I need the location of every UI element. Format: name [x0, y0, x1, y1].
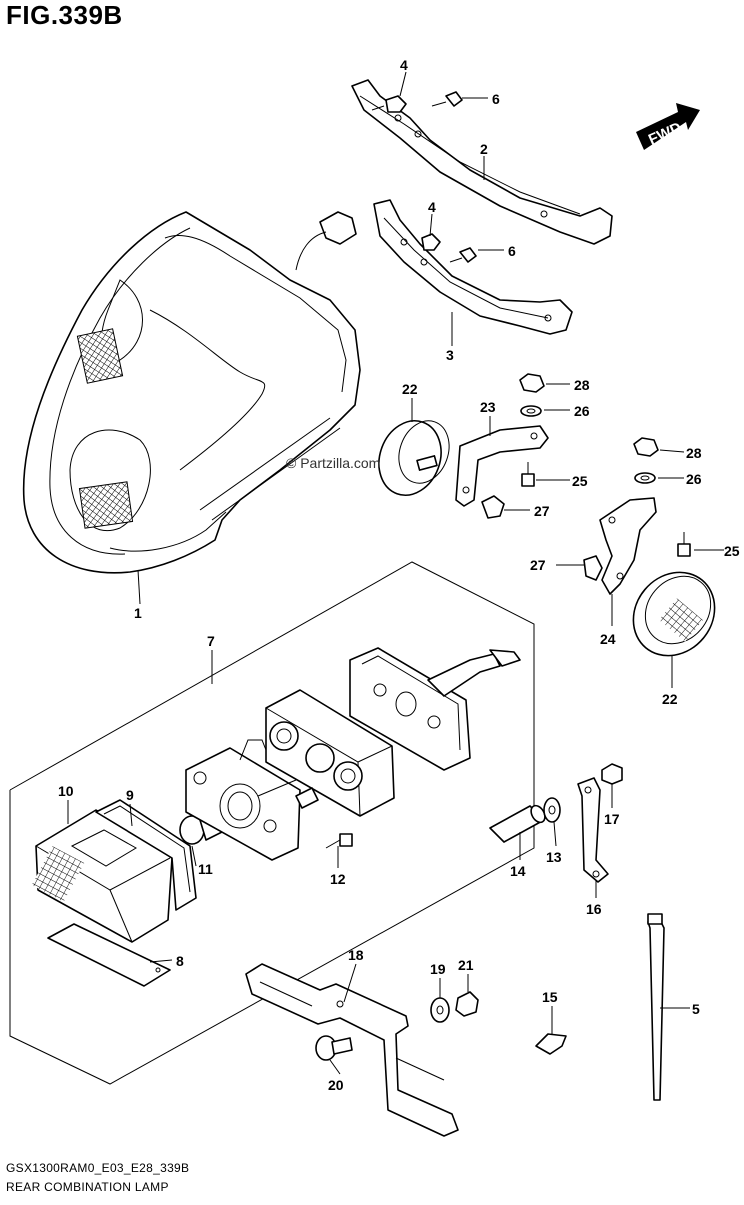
callout-label: 28: [686, 445, 702, 461]
bracket-16: [577, 777, 609, 883]
reflector-right: [632, 571, 716, 657]
callout-label: 13: [546, 849, 562, 865]
callout-label: 5: [692, 1001, 700, 1017]
callout-label: 14: [510, 863, 526, 879]
nut-27-left: [481, 495, 505, 519]
tail-lamp-housing: [22, 211, 361, 574]
callout-label: 20: [328, 1077, 344, 1093]
callout-label: 28: [574, 377, 590, 393]
bolt-25-left: [521, 462, 535, 487]
reflector-left: [378, 420, 450, 496]
callout-label: 27: [534, 503, 550, 519]
callout-label: 26: [574, 403, 590, 419]
nut-28-left: [519, 373, 545, 393]
reflector-bracket-right: [599, 497, 657, 595]
lower-bracket: [373, 199, 573, 335]
upper-bracket: [351, 79, 613, 245]
bolt-4-lower: [421, 233, 441, 251]
fwd-arrow-icon: FWD: [636, 103, 700, 150]
callout-label: 3: [446, 347, 454, 363]
callout-label: 24: [600, 631, 616, 647]
nut-21: [455, 991, 479, 1017]
callout-label: 17: [604, 811, 620, 827]
screw-6-lower: [449, 247, 477, 263]
nut-28-right: [633, 437, 659, 457]
callout-label: 21: [458, 957, 474, 973]
washer-13: [543, 797, 561, 823]
callout-labels: 4 6 2 4 6 3 22 23 28 26 25 27 28 26 25 2…: [58, 57, 740, 1093]
watermark: © Partzilla.com: [286, 455, 380, 471]
callout-label: 11: [198, 861, 213, 877]
cable-tie: [647, 913, 665, 1101]
callout-label: 6: [492, 91, 500, 107]
callout-label: 16: [586, 901, 602, 917]
callout-label: 25: [724, 543, 740, 559]
socket-holder: [185, 739, 301, 861]
screw-12: [325, 833, 353, 849]
lamp-reflector-housing: [265, 689, 395, 817]
clip-15: [535, 1033, 567, 1055]
callout-label: 26: [686, 471, 702, 487]
washer-19: [430, 997, 450, 1023]
callout-label: 27: [530, 557, 546, 573]
washer-26-right: [634, 472, 656, 484]
callout-label: 9: [126, 787, 134, 803]
callout-label: 2: [480, 141, 488, 157]
callout-label: 4: [428, 199, 436, 215]
callout-label: 19: [430, 961, 446, 977]
bolt-25-right: [677, 532, 691, 557]
plate: [47, 923, 171, 987]
callout-label: 22: [402, 381, 418, 397]
screw-20: [315, 1035, 353, 1061]
callout-label: 6: [508, 243, 516, 259]
screw-6-upper: [431, 91, 463, 107]
callout-label: 8: [176, 953, 184, 969]
reflector-bracket-left: [455, 425, 549, 507]
bolt-4-upper: [371, 95, 407, 113]
callout-label: 25: [572, 473, 588, 489]
callout-label: 1: [134, 605, 142, 621]
figure-title: FIG.339B: [6, 0, 123, 30]
callout-label: 22: [662, 691, 678, 707]
figure-code: GSX1300RAM0_E03_E28_339B: [6, 1161, 190, 1175]
spacer-tube: [489, 804, 546, 843]
leader-lines: [67, 71, 724, 1075]
fwd-label: FWD: [646, 119, 684, 148]
callout-label: 4: [400, 57, 408, 73]
nut-27-right: [583, 555, 603, 581]
license-lamp-assembly-frame: [9, 561, 535, 1085]
callout-label: 18: [348, 947, 364, 963]
lamp-outer-cover: [349, 647, 521, 771]
callout-label: 23: [480, 399, 496, 415]
figure-caption: REAR COMBINATION LAMP: [6, 1180, 169, 1194]
bracket-18: [245, 963, 459, 1137]
license-lamp-lens: [31, 809, 173, 943]
callout-label: 15: [542, 989, 558, 1005]
callout-label: 12: [330, 871, 346, 887]
gasket: [95, 799, 197, 911]
washer-26-left: [520, 405, 542, 417]
callout-label: 10: [58, 783, 74, 799]
callout-label: 7: [207, 633, 215, 649]
nut-17: [601, 763, 623, 785]
